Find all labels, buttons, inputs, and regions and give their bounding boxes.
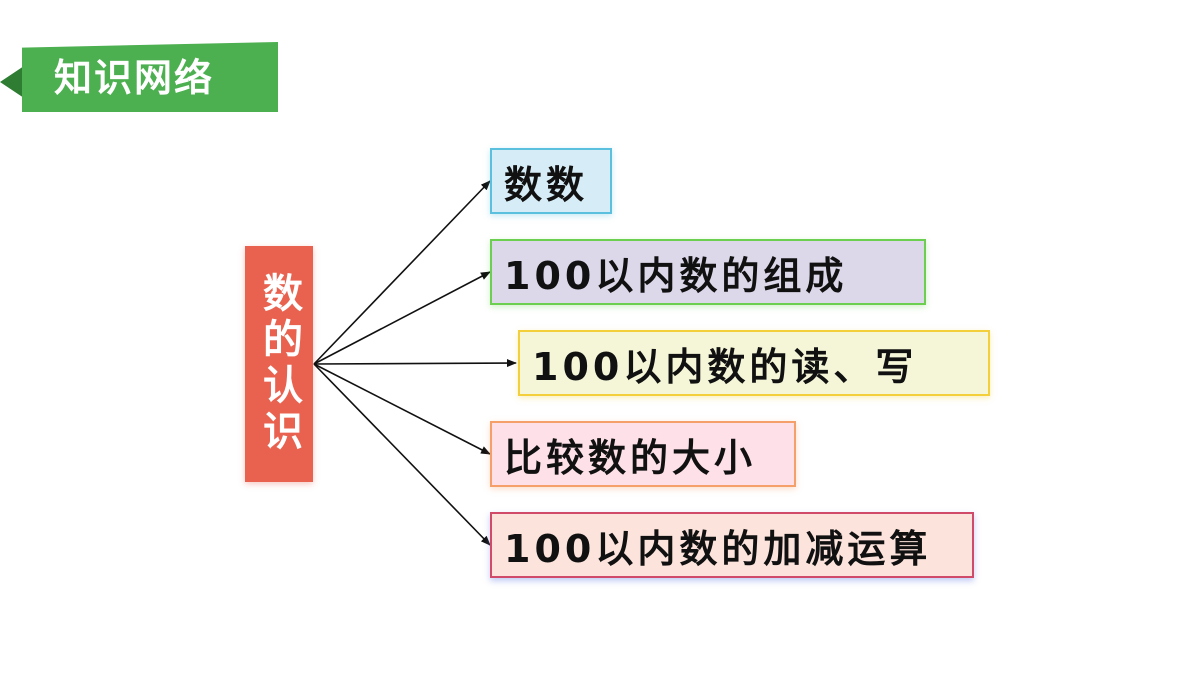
title-banner <box>22 42 278 112</box>
arrow-to-branch-5 <box>313 363 491 546</box>
arrow-to-branch-1 <box>313 180 491 365</box>
branch-node-counting: 数数 <box>490 148 612 214</box>
arrow-to-branch-3 <box>313 359 517 368</box>
arrow-to-branch-2 <box>313 271 491 365</box>
branch-node-add-subtract: 100以内数的加减运算 <box>490 512 974 578</box>
root-node: 数的认识 <box>245 246 313 482</box>
page-title: 知识网络 <box>54 56 215 100</box>
root-node-label: 数的认识 <box>256 272 302 456</box>
branch-node-read-write: 100以内数的读、写 <box>518 330 990 396</box>
branch-node-composition: 100以内数的组成 <box>490 239 926 305</box>
arrow-to-branch-4 <box>313 363 491 455</box>
branch-node-compare: 比较数的大小 <box>490 421 796 487</box>
